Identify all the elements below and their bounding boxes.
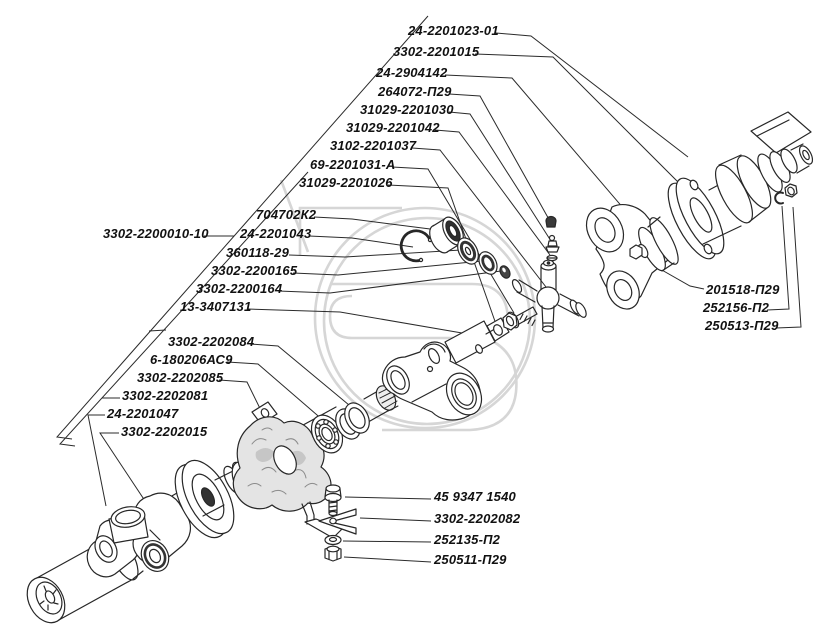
part-label-45 9347 1540: 45 9347 1540	[433, 489, 516, 504]
part-label-3302-2202015: 3302-2202015	[121, 424, 208, 439]
leader-line-3302-2200165	[292, 260, 483, 276]
ball-bearing-180206	[310, 414, 344, 454]
leader-line-24-2201043	[308, 235, 414, 248]
bracket-bolt	[324, 484, 342, 517]
leader-line-3302-2201015	[474, 53, 679, 183]
leader-line-252156-П2	[766, 205, 790, 311]
part-label-3302-2202085: 3302-2202085	[137, 370, 224, 385]
leader-line-31029-2201042	[434, 129, 551, 256]
part-label-3302-2200010-10: 3302-2200010-10	[103, 226, 209, 241]
part-label-360118-29: 360118-29	[226, 245, 290, 260]
leader-line-31029-2201030	[448, 111, 552, 242]
guide-line-2	[58, 171, 309, 447]
leader-line-3302-2202082	[359, 517, 432, 522]
part-label-201518-П29: 201518-П29	[705, 282, 780, 297]
lock-washer-and-nut	[774, 183, 798, 205]
part-label-3302-2202081: 3302-2202081	[122, 388, 208, 403]
part-label-3102-2201037: 3102-2201037	[330, 138, 417, 153]
part-label-264072-П29: 264072-П29	[377, 84, 452, 99]
spider-bolt	[502, 306, 538, 331]
leader-line-704702К2	[313, 216, 439, 231]
spring-washer	[324, 534, 342, 546]
leader-line-3302-2200164	[277, 270, 502, 294]
seal-rings	[457, 237, 511, 279]
bearing-spacer-rings	[335, 402, 370, 440]
part-labels: 24-2201023-01 3302-2201015 24-2904142 26407…	[103, 23, 780, 567]
part-label-252156-П2: 252156-П2	[702, 300, 770, 315]
leader-line-24-2904142	[444, 74, 643, 231]
leader-line-250511-П29	[343, 556, 432, 563]
universal-joint-spider	[511, 259, 587, 333]
part-label-3302-2202082: 3302-2202082	[434, 511, 521, 526]
part-label-252135-П2: 252135-П2	[433, 532, 501, 547]
leader-line-264072-П29	[448, 93, 552, 224]
flange-bolt	[629, 243, 649, 260]
part-label-250513-П29: 250513-П29	[704, 318, 779, 333]
part-label-24-2201047: 24-2201047	[106, 406, 179, 421]
part-label-250511-П29: 250511-П29	[433, 552, 507, 567]
guide-line-1	[56, 15, 429, 440]
leader-line-3302-2202084	[249, 343, 350, 406]
leader-line-3302-2202015	[99, 432, 158, 520]
front-universal-joint	[86, 492, 192, 578]
part-label-24-2201043: 24-2201043	[239, 226, 312, 241]
part-label-704702К2: 704702К2	[256, 207, 317, 222]
leader-line-3102-2201037	[411, 147, 547, 288]
center-bearing-support	[231, 401, 343, 539]
leader-line-360118-29	[288, 249, 462, 258]
leader-line-13-3407131	[246, 308, 463, 334]
part-label-31029-2201030: 31029-2201030	[360, 102, 454, 117]
part-label-24-2201023-01: 24-2201023-01	[407, 23, 499, 38]
hex-nut	[324, 545, 342, 562]
part-label-3302-2200164: 3302-2200164	[196, 281, 283, 296]
grease-fitting-parts	[545, 215, 560, 262]
support-v-bracket	[318, 508, 357, 535]
leader-line-24-2201023-01	[495, 32, 689, 158]
part-label-3302-2200165: 3302-2200165	[211, 263, 298, 278]
rear-driveshaft-assembly	[585, 111, 814, 310]
part-label-69-2201031-А: 69-2201031-А	[310, 157, 396, 172]
part-label-3302-2201015: 3302-2201015	[393, 44, 480, 59]
part-label-6-180206АС9: 6-180206АС9	[150, 352, 233, 367]
leader-line-24-2201047	[87, 414, 107, 507]
leader-line-252135-П2	[342, 540, 432, 543]
needle-bearing-cup	[429, 216, 464, 254]
leader-line-6-180206АС9	[226, 361, 325, 422]
leader-line-31029-2201026	[387, 184, 498, 328]
leader-line-250513-П29	[775, 206, 802, 329]
part-label-31029-2201042: 31029-2201042	[346, 120, 440, 135]
part-label-31029-2201026: 31029-2201026	[299, 175, 393, 190]
part-label-3302-2202084: 3302-2202084	[168, 334, 255, 349]
leader-line-45 9347 1540	[344, 496, 432, 500]
sliding-yoke	[381, 341, 483, 421]
part-label-13-3407131: 13-3407131	[180, 299, 251, 314]
part-label-24-2904142: 24-2904142	[375, 65, 448, 80]
guide-line-3	[148, 329, 167, 332]
